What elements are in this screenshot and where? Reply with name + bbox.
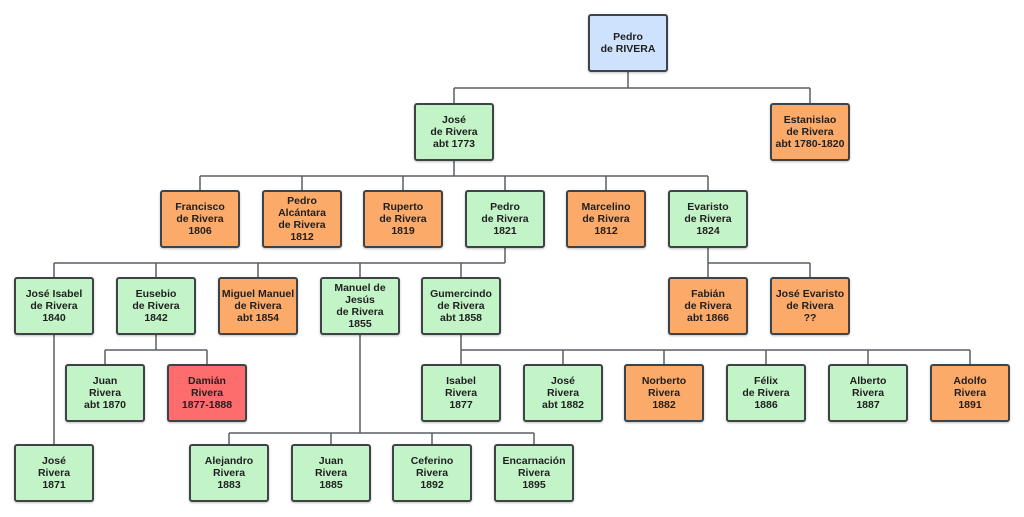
person-label: Pedro Alcántara de Rivera 1812	[278, 195, 326, 243]
person-node-norberto[interactable]: Norberto Rivera 1882	[624, 364, 704, 422]
person-label: Estanislao de Rivera abt 1780-1820	[775, 114, 845, 150]
person-node-marcelino[interactable]: Marcelino de Rivera 1812	[566, 190, 646, 248]
person-node-jose-1882[interactable]: José Rivera abt 1882	[523, 364, 603, 422]
person-label: José de Rivera abt 1773	[430, 114, 478, 150]
person-node-alberto[interactable]: Alberto Rivera 1887	[828, 364, 908, 422]
person-node-eusebio[interactable]: Eusebio de Rivera 1842	[116, 277, 196, 335]
person-label: Gumercindo de Rivera abt 1858	[430, 288, 492, 324]
person-node-jose-1773[interactable]: José de Rivera abt 1773	[414, 103, 494, 161]
person-label: Damián Rivera 1877-1888	[181, 375, 233, 411]
person-label: Isabel Rivera 1877	[444, 375, 478, 411]
person-label: Pedro de RIVERA	[600, 31, 656, 55]
person-node-pedro-1821[interactable]: Pedro de Rivera 1821	[465, 190, 545, 248]
person-label: Juan Rivera 1885	[314, 455, 348, 491]
person-node-gumercindo[interactable]: Gumercindo de Rivera abt 1858	[421, 277, 501, 335]
person-node-damian[interactable]: Damián Rivera 1877-1888	[167, 364, 247, 422]
person-label: José Rivera abt 1882	[541, 375, 585, 411]
person-label: Ceferino Rivera 1892	[410, 455, 454, 491]
person-label: Eusebio de Rivera 1842	[132, 288, 180, 324]
person-node-jose-evaristo[interactable]: José Evaristo de Rivera ??	[770, 277, 850, 335]
person-node-estanislao[interactable]: Estanislao de Rivera abt 1780-1820	[770, 103, 850, 161]
person-node-felix[interactable]: Félix de Rivera 1886	[726, 364, 806, 422]
person-label: Alberto Rivera 1887	[849, 375, 887, 411]
person-node-jose-1871[interactable]: José Rivera 1871	[14, 444, 94, 502]
person-node-ceferino[interactable]: Ceferino Rivera 1892	[392, 444, 472, 502]
person-node-miguel-manuel[interactable]: Miguel Manuel de Rivera abt 1854	[218, 277, 298, 335]
person-label: Norberto Rivera 1882	[641, 375, 687, 411]
person-label: Evaristo de Rivera 1824	[684, 201, 732, 237]
person-label: Francisco de Rivera 1806	[175, 201, 225, 237]
person-label: José Isabel de Rivera 1840	[25, 288, 83, 324]
person-label: Marcelino de Rivera 1812	[581, 201, 631, 237]
person-node-manuel-de-jesus[interactable]: Manuel de Jesús de Rivera 1855	[320, 277, 400, 335]
person-label: Juan Rivera abt 1870	[83, 375, 127, 411]
person-label: Adolfo Rivera 1891	[953, 375, 987, 411]
person-label: José Evaristo de Rivera ??	[775, 288, 845, 324]
person-node-jose-isabel[interactable]: José Isabel de Rivera 1840	[14, 277, 94, 335]
person-label: Félix de Rivera 1886	[742, 375, 790, 411]
person-node-alejandro[interactable]: Alejandro Rivera 1883	[189, 444, 269, 502]
person-node-ruperto[interactable]: Ruperto de Rivera 1819	[363, 190, 443, 248]
person-label: Encarnación Rivera 1895	[502, 455, 566, 491]
person-label: José Rivera 1871	[37, 455, 71, 491]
person-node-pedro-root[interactable]: Pedro de RIVERA	[588, 14, 668, 72]
person-label: Alejandro Rivera 1883	[204, 455, 254, 491]
person-label: Fabián de Rivera abt 1866	[684, 288, 732, 324]
person-node-fabian[interactable]: Fabián de Rivera abt 1866	[668, 277, 748, 335]
person-node-evaristo[interactable]: Evaristo de Rivera 1824	[668, 190, 748, 248]
person-node-adolfo[interactable]: Adolfo Rivera 1891	[930, 364, 1010, 422]
person-label: Manuel de Jesús de Rivera 1855	[334, 282, 386, 330]
person-label: Miguel Manuel de Rivera abt 1854	[221, 288, 295, 324]
person-label: Ruperto de Rivera 1819	[379, 201, 427, 237]
person-node-pedro-alcantara[interactable]: Pedro Alcántara de Rivera 1812	[262, 190, 342, 248]
person-node-isabel[interactable]: Isabel Rivera 1877	[421, 364, 501, 422]
person-node-juan-1870[interactable]: Juan Rivera abt 1870	[65, 364, 145, 422]
person-label: Pedro de Rivera 1821	[481, 201, 529, 237]
person-node-francisco[interactable]: Francisco de Rivera 1806	[160, 190, 240, 248]
person-node-encarnacion[interactable]: Encarnación Rivera 1895	[494, 444, 574, 502]
person-node-juan-1885[interactable]: Juan Rivera 1885	[291, 444, 371, 502]
